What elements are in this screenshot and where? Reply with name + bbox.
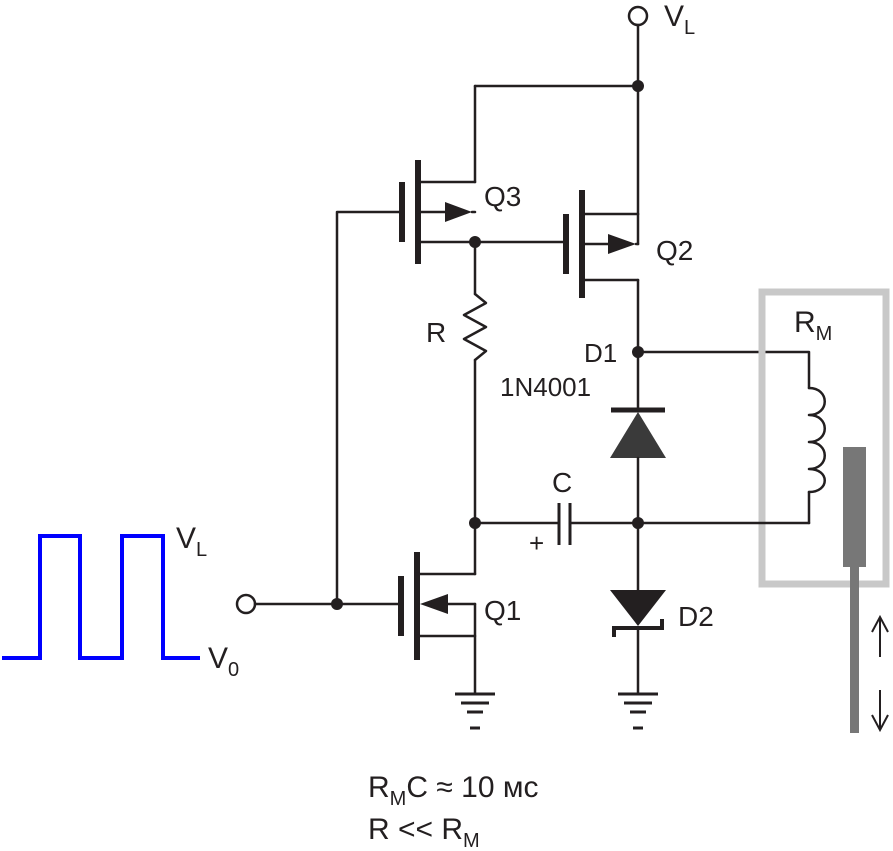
pulse-waveform bbox=[2, 534, 200, 660]
q3-transistor bbox=[399, 160, 477, 264]
solenoid-coil bbox=[807, 386, 826, 494]
d1-label: D1 bbox=[584, 338, 617, 368]
capacitor-plus-label: + bbox=[529, 528, 544, 558]
down-arrow-icon bbox=[871, 690, 889, 733]
plunger-rod bbox=[850, 567, 859, 733]
q2-label: Q2 bbox=[656, 235, 693, 266]
rm-label: RM bbox=[794, 306, 832, 345]
input-terminal bbox=[235, 593, 400, 615]
resistor-r bbox=[462, 240, 488, 525]
diode-d1 bbox=[610, 350, 666, 525]
q1-label: Q1 bbox=[484, 595, 521, 626]
ground-icon bbox=[455, 692, 495, 730]
solenoid-housing bbox=[758, 288, 890, 588]
junction-dot-top bbox=[632, 80, 644, 92]
note-time-constant: RMC ≈ 10 мс bbox=[368, 771, 538, 810]
note-resistance: R << RM bbox=[368, 813, 480, 851]
d2-label: D2 bbox=[678, 601, 714, 632]
coil-top-wire bbox=[636, 350, 811, 390]
q2-transistor bbox=[563, 190, 640, 298]
d1-part-label: 1N4001 bbox=[500, 372, 591, 402]
pulse-low-label: V0 bbox=[208, 642, 239, 681]
ground-icon bbox=[618, 692, 658, 730]
capacitor-c-label: C bbox=[552, 467, 572, 498]
vl-top-label: VL bbox=[664, 0, 695, 39]
junction-dot-input bbox=[331, 598, 343, 610]
q3-label: Q3 bbox=[484, 181, 521, 212]
capacitor-c bbox=[557, 503, 572, 545]
vl-terminal bbox=[627, 5, 649, 88]
zener-d2 bbox=[610, 521, 666, 696]
up-arrow-icon bbox=[871, 614, 889, 657]
plunger-head bbox=[843, 447, 866, 567]
pulse-high-label: VL bbox=[176, 522, 207, 561]
q1-transistor bbox=[398, 521, 477, 696]
resistor-r-label: R bbox=[426, 317, 446, 348]
q3-gate-wire bbox=[335, 210, 401, 606]
